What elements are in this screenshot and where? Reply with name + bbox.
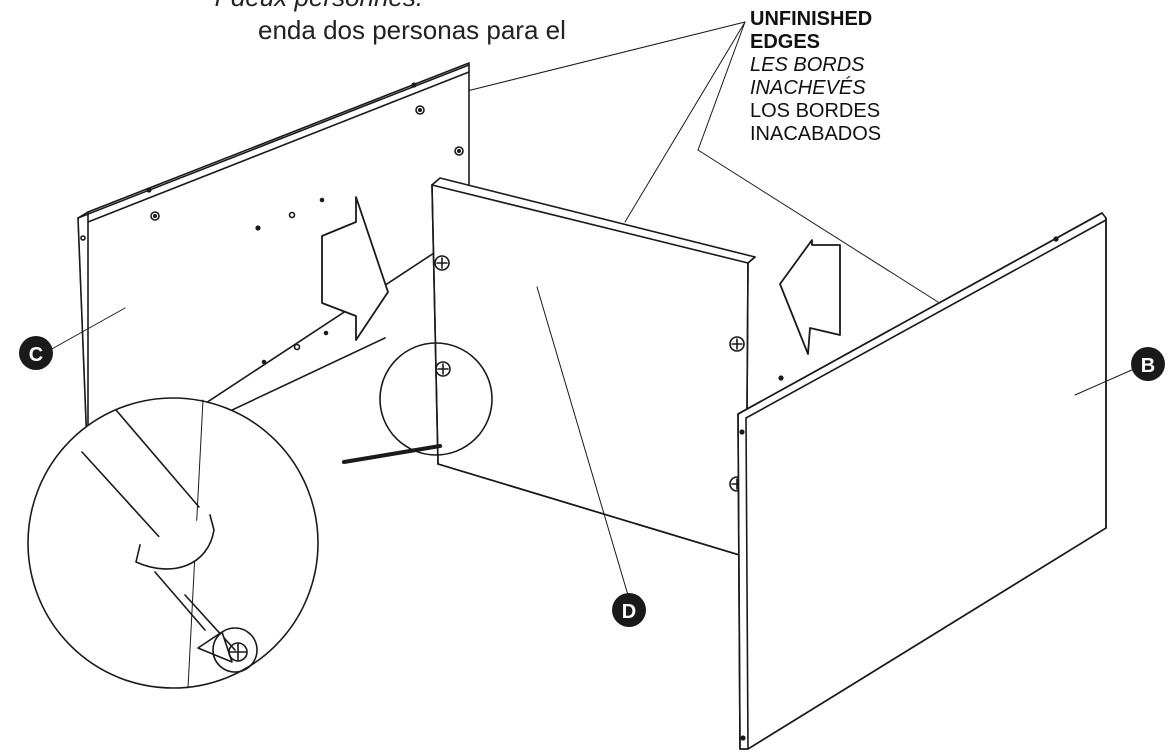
callout-english-line-2: EDGES <box>750 31 821 53</box>
arrow-right-icon <box>321 196 389 341</box>
part-label-b: B <box>1074 347 1165 396</box>
callout-spanish-line-2: INACABADOS <box>750 123 882 145</box>
header-spanish-text: enda dos personas para el <box>258 15 566 45</box>
callout-spanish-line-1: LOS BORDES <box>750 100 881 122</box>
part-label-d: D <box>536 286 646 627</box>
part-label-c: C <box>19 307 126 370</box>
screw-icon <box>729 336 745 352</box>
callout-english-line-1: UNFINISHED <box>750 8 873 30</box>
screwdriver-icon <box>81 409 258 673</box>
panel-b <box>737 212 1107 750</box>
callout-french-line-2: INACHEVÉS <box>750 77 866 99</box>
panel-d <box>431 177 756 561</box>
header-french-text: r deux personnes. <box>215 0 423 12</box>
label-d-text: D <box>622 601 636 623</box>
unfinished-edges-callout: UNFINISHED EDGES LES BORDS INACHEVÉS LOS… <box>750 8 881 146</box>
label-b-text: B <box>1141 355 1155 377</box>
arrow-left-icon <box>779 239 841 355</box>
callout-french-line-1: LES BORDS <box>750 54 865 76</box>
label-c-text: C <box>29 344 43 366</box>
detail-magnifier <box>27 337 493 689</box>
screw-icon <box>434 255 450 271</box>
screw-icon <box>435 361 451 377</box>
